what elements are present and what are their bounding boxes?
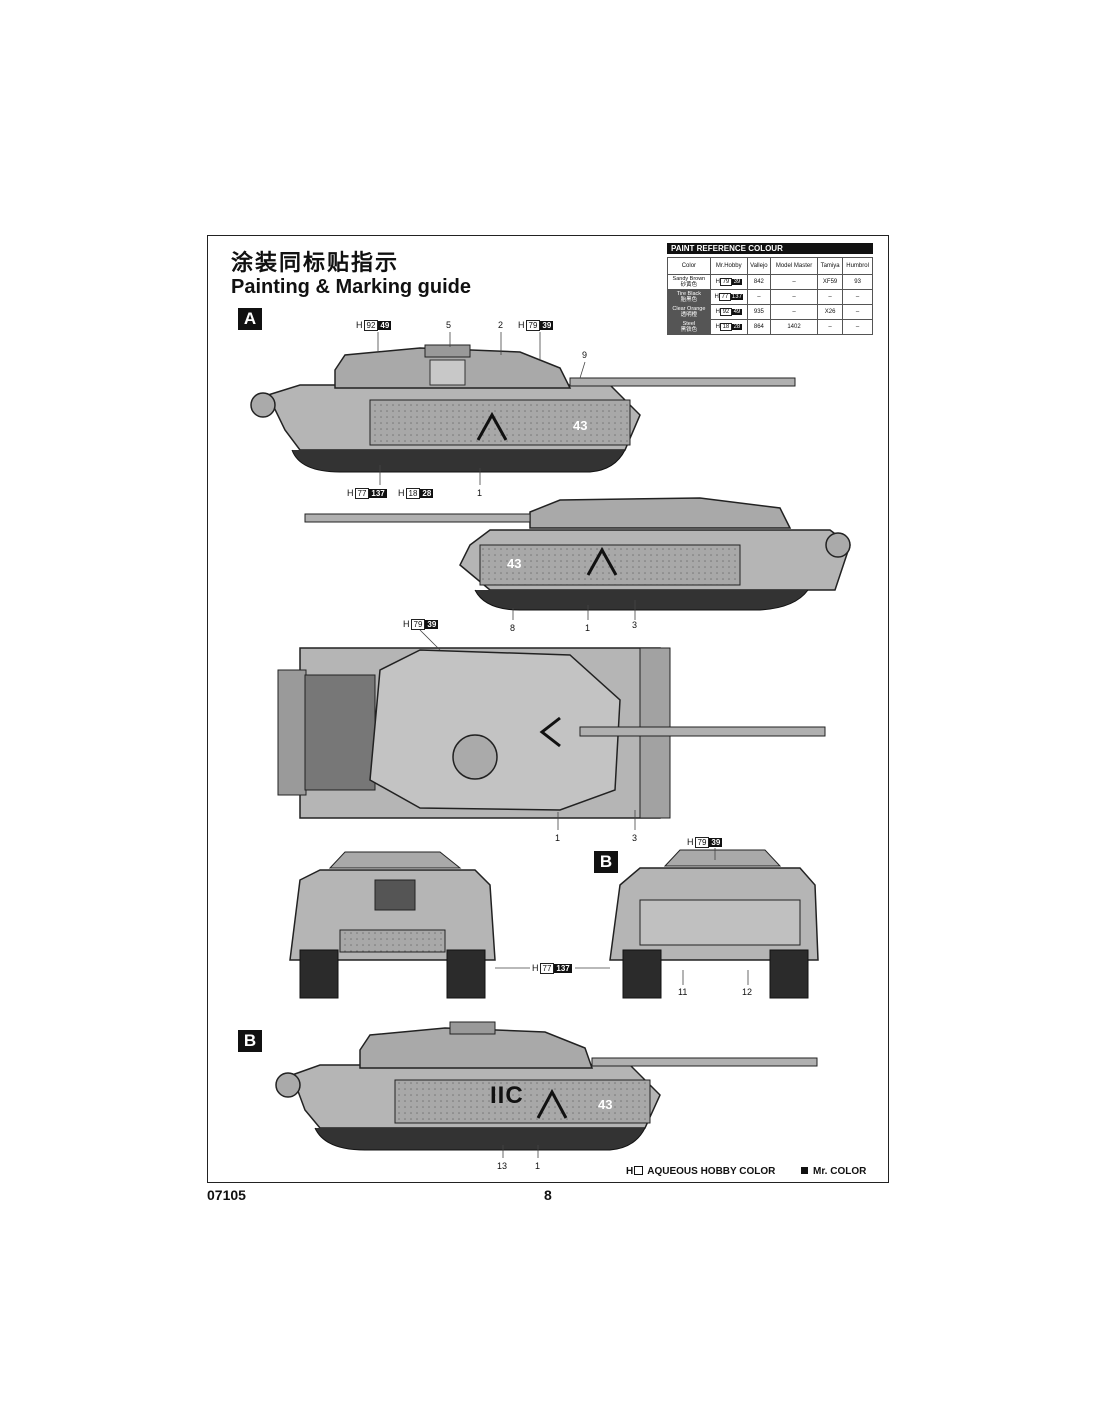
h-code: 77 bbox=[718, 293, 731, 301]
page-number: 8 bbox=[544, 1187, 552, 1203]
color-name-en: Clear Orange bbox=[672, 306, 706, 312]
legend-mr-color: Mr. COLOR bbox=[801, 1166, 866, 1177]
aqueous-box-icon bbox=[634, 1166, 644, 1175]
tank-b-code-marking: IIC bbox=[490, 1082, 524, 1109]
callout-h: H bbox=[687, 837, 694, 847]
h-code: 18 bbox=[719, 323, 732, 331]
part-number: 8 bbox=[510, 623, 516, 633]
mr-code: 39 bbox=[731, 279, 742, 285]
section-b-label-rear: B bbox=[594, 851, 618, 873]
humbrol-cell: – bbox=[842, 319, 873, 335]
color-name-cn: 透明橙 bbox=[680, 312, 698, 318]
color-name-en: Steel bbox=[682, 321, 696, 327]
tank-b-number-marking: 43 bbox=[598, 1097, 613, 1112]
title-chinese: 涂装同标贴指示 bbox=[231, 251, 400, 276]
callout-n1: 79 bbox=[410, 619, 426, 630]
mr-color-square-icon bbox=[801, 1167, 808, 1174]
callout-n2: 49 bbox=[378, 321, 392, 330]
callout-n2: 137 bbox=[369, 489, 387, 498]
color-name-cn: 砂黄色 bbox=[680, 282, 698, 288]
part-number: 9 bbox=[582, 350, 588, 360]
callout-n1: 77 bbox=[354, 488, 370, 499]
paint-table-header: PAINT REFERENCE COLOUR bbox=[667, 243, 873, 254]
model-master-cell: 1402 bbox=[770, 319, 819, 335]
callout-n2: 39 bbox=[540, 321, 554, 330]
part-number: 12 bbox=[742, 987, 753, 997]
color-name-en: Tire Black bbox=[676, 291, 702, 297]
legend-mr-label: Mr. COLOR bbox=[813, 1166, 867, 1177]
callout-n1: 77 bbox=[539, 963, 555, 974]
color-name-cn: 黑铁色 bbox=[680, 327, 698, 333]
product-code: 07105 bbox=[207, 1187, 246, 1203]
callout-h: H bbox=[518, 320, 525, 330]
callout-n1: 79 bbox=[525, 320, 541, 331]
paint-table-grid: Color Mr.Hobby Vallejo Model Master Tami… bbox=[667, 257, 873, 335]
color-name-cn: 胎黑色 bbox=[680, 297, 698, 303]
legend-aqueous-prefix: H bbox=[626, 1166, 634, 1177]
h-code: 79 bbox=[719, 278, 732, 286]
callout-n2: 39 bbox=[425, 620, 439, 629]
part-number: 1 bbox=[585, 623, 591, 633]
callout-n2: 137 bbox=[554, 964, 572, 973]
callout-h: H bbox=[356, 320, 363, 330]
tamiya-cell: – bbox=[817, 319, 844, 335]
paint-reference-table: PAINT REFERENCE COLOUR Color Mr.Hobby Va… bbox=[667, 243, 873, 335]
callout-n1: 92 bbox=[363, 320, 379, 331]
tank-a-number-marking: 43 bbox=[573, 418, 588, 433]
tank-front-view bbox=[289, 851, 496, 999]
mr-code: 28 bbox=[731, 324, 742, 330]
tank-a-side-view-left bbox=[304, 497, 851, 611]
tank-top-view bbox=[277, 647, 826, 819]
part-number: 3 bbox=[632, 833, 638, 843]
part-number: 13 bbox=[497, 1161, 508, 1171]
callout-n1: 18 bbox=[405, 488, 421, 499]
part-number: 5 bbox=[446, 320, 452, 330]
vallejo-cell: 864 bbox=[746, 319, 772, 335]
part-number: 3 bbox=[632, 620, 638, 630]
title-english: Painting & Marking guide bbox=[231, 276, 472, 298]
callout-n2: 28 bbox=[420, 489, 434, 498]
part-number: 2 bbox=[498, 320, 504, 330]
callout-h: H bbox=[398, 488, 405, 498]
legend-aqueous: H AQUEOUS HOBBY COLOR bbox=[626, 1166, 775, 1177]
section-a-label: A bbox=[238, 308, 262, 330]
part-number: 1 bbox=[535, 1161, 541, 1171]
mr-code: 137 bbox=[730, 294, 743, 300]
callout-h: H bbox=[347, 488, 354, 498]
mr-code: 49 bbox=[731, 309, 742, 315]
section-b-label: B bbox=[238, 1030, 262, 1052]
part-number: 11 bbox=[678, 987, 688, 997]
col-header: Humbrol bbox=[842, 257, 873, 275]
callout-n1: 79 bbox=[694, 837, 710, 848]
callout-h: H bbox=[532, 963, 539, 973]
h-code: 92 bbox=[719, 308, 732, 316]
color-name-en: Sandy Brown bbox=[672, 276, 706, 282]
tank-a-side-view bbox=[250, 344, 796, 473]
legend-aqueous-label: AQUEOUS HOBBY COLOR bbox=[647, 1166, 776, 1177]
leader-lines bbox=[377, 332, 749, 1158]
page-frame bbox=[207, 235, 889, 1183]
tank-b-side-view bbox=[275, 1021, 818, 1151]
part-number: 1 bbox=[555, 833, 561, 843]
part-number: 1 bbox=[477, 488, 483, 498]
tank-rear-view bbox=[609, 849, 819, 999]
callout-n2: 39 bbox=[709, 838, 723, 847]
tank-a-left-number-marking: 43 bbox=[507, 556, 522, 571]
callout-h: H bbox=[403, 619, 410, 629]
